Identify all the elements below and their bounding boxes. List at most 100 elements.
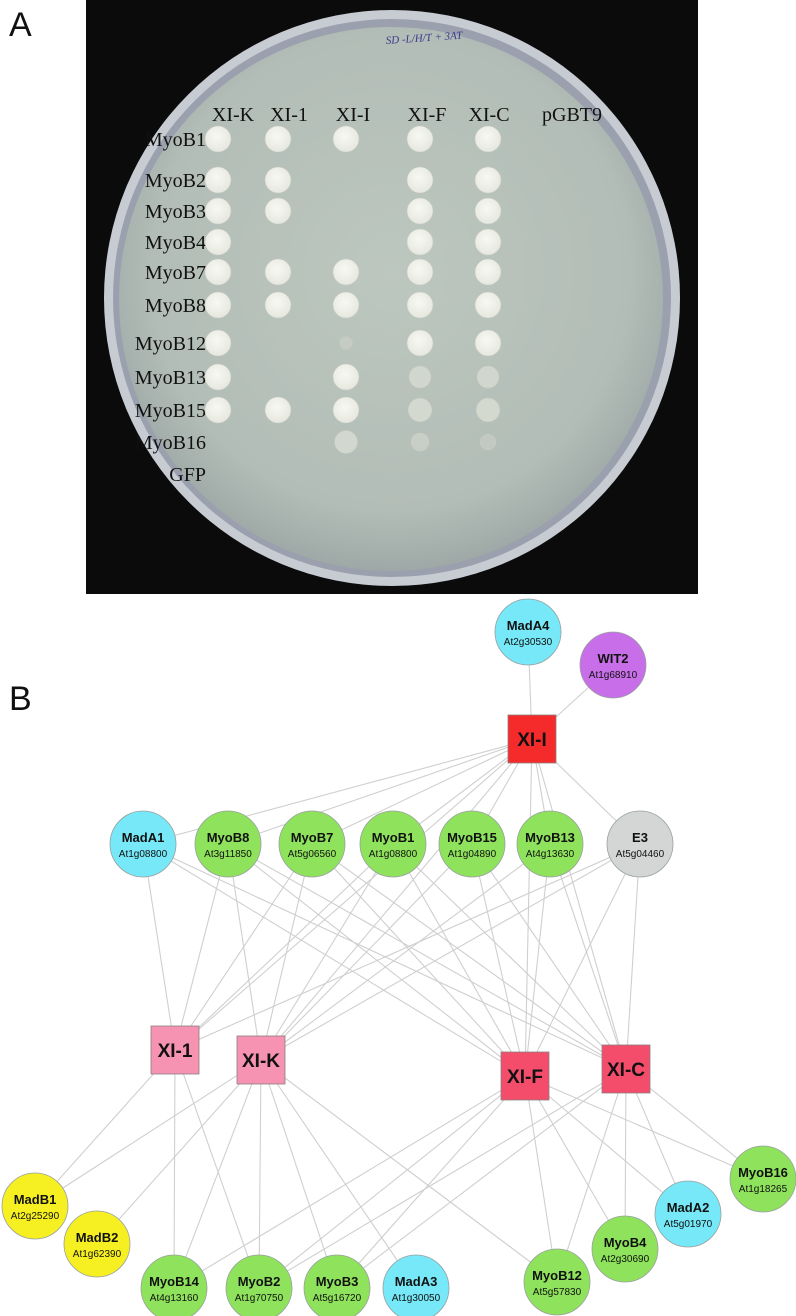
network-edge xyxy=(260,843,473,1061)
plate-row-label: MyoB8 xyxy=(145,295,206,317)
yeast-colony xyxy=(339,336,353,350)
yeast-colony xyxy=(406,228,434,256)
plate-row-label: MyoB12 xyxy=(135,333,206,355)
yeast-colony xyxy=(204,197,232,225)
network-edge xyxy=(524,1075,764,1180)
network-edge xyxy=(471,843,526,1077)
network-edge xyxy=(34,1059,262,1207)
yeast-colony xyxy=(474,258,502,286)
myosin-hub-xi-i: XI-I xyxy=(507,714,557,764)
network-edge xyxy=(311,843,526,1077)
agar-surface xyxy=(119,27,663,571)
network-edge xyxy=(227,843,526,1077)
network-edge xyxy=(524,843,641,1077)
protein-node-locus: At1g08800 xyxy=(119,849,168,860)
protein-node-locus: At1g62390 xyxy=(73,1249,122,1260)
protein-node-circle xyxy=(523,1248,591,1316)
protein-node-name: MadB2 xyxy=(76,1230,119,1245)
plate-column-label: XI-F xyxy=(408,104,447,126)
network-edge xyxy=(173,1059,262,1289)
yeast-colony xyxy=(332,396,360,424)
network-edge xyxy=(258,1075,526,1289)
protein-node-name: MadA1 xyxy=(122,830,165,845)
protein-node-name: MyoB16 xyxy=(738,1165,788,1180)
protein-node-locus: At4g13630 xyxy=(526,849,575,860)
protein-node-circle xyxy=(654,1180,722,1248)
yeast-colony xyxy=(204,228,232,256)
protein-node-name: E3 xyxy=(632,830,648,845)
yeast-colony xyxy=(204,125,232,153)
protein-node-name: MyoB2 xyxy=(238,1274,281,1289)
network-edge xyxy=(174,1049,260,1289)
yeast-colony xyxy=(204,291,232,319)
network-edge xyxy=(260,738,533,1061)
yeast-colony xyxy=(406,291,434,319)
myosin-hub-square xyxy=(236,1035,286,1085)
yeast-colony xyxy=(474,228,502,256)
protein-node-name: MadA3 xyxy=(395,1274,438,1289)
yeast-colony xyxy=(204,166,232,194)
plate-row-label: GFP xyxy=(169,464,206,486)
yeast-colony xyxy=(332,258,360,286)
network-edge xyxy=(142,843,627,1070)
yeast-colony xyxy=(332,363,360,391)
myosin-hub-label: XI-F xyxy=(507,1067,543,1088)
myosin-hub-label: XI-I xyxy=(517,730,547,751)
plate-column-label: XI-I xyxy=(336,104,370,126)
plate-column-label: pGBT9 xyxy=(542,104,602,126)
yeast-colony xyxy=(204,329,232,357)
yeast-colony xyxy=(474,166,502,194)
plate-row-label: MyoB13 xyxy=(135,367,206,389)
protein-node-name: MadB1 xyxy=(14,1192,57,1207)
yeast-colony xyxy=(474,291,502,319)
protein-node-locus: At1g18265 xyxy=(739,1184,788,1195)
network-edge xyxy=(96,1059,262,1245)
protein-node-locus: At1g08800 xyxy=(369,849,418,860)
protein-node-circle xyxy=(194,810,262,878)
protein-node-name: MyoB4 xyxy=(604,1235,647,1250)
protein-node-locus: At5g16720 xyxy=(313,1293,362,1304)
protein-node-circle xyxy=(303,1254,371,1316)
network-edge xyxy=(336,1068,627,1289)
yeast-colony xyxy=(475,397,501,423)
yeast-colony xyxy=(474,197,502,225)
yeast-colony xyxy=(204,258,232,286)
yeast-colony xyxy=(264,291,292,319)
myosin-hub-square xyxy=(500,1051,550,1101)
yeast-colony xyxy=(474,125,502,153)
plate-row-label: MyoB15 xyxy=(135,400,206,422)
protein-node-name: MyoB15 xyxy=(447,830,497,845)
yeast-colony xyxy=(407,397,433,423)
network-edge xyxy=(227,843,627,1070)
yeast-colony xyxy=(474,329,502,357)
protein-node-name: MyoB12 xyxy=(532,1268,582,1283)
protein-node-locus: At2g30530 xyxy=(504,637,553,648)
yeast-colony xyxy=(406,125,434,153)
yeast-colony xyxy=(334,430,358,454)
protein-node-circle xyxy=(729,1145,796,1213)
network-edge xyxy=(625,843,641,1070)
protein-node-locus: At1g04890 xyxy=(448,849,497,860)
protein-node-locus: At2g30690 xyxy=(601,1254,650,1265)
yeast-colony xyxy=(264,258,292,286)
yeast-colony xyxy=(264,197,292,225)
protein-node-circle xyxy=(606,810,674,878)
network-edge xyxy=(311,738,533,845)
network-edge xyxy=(524,1075,558,1283)
myosin-hub-square xyxy=(507,714,557,764)
myosin-hub-label: XI-C xyxy=(607,1060,645,1081)
plate-handwritten-note: SD -L/H/T + 3AT xyxy=(385,30,463,47)
network-edge xyxy=(260,843,551,1061)
